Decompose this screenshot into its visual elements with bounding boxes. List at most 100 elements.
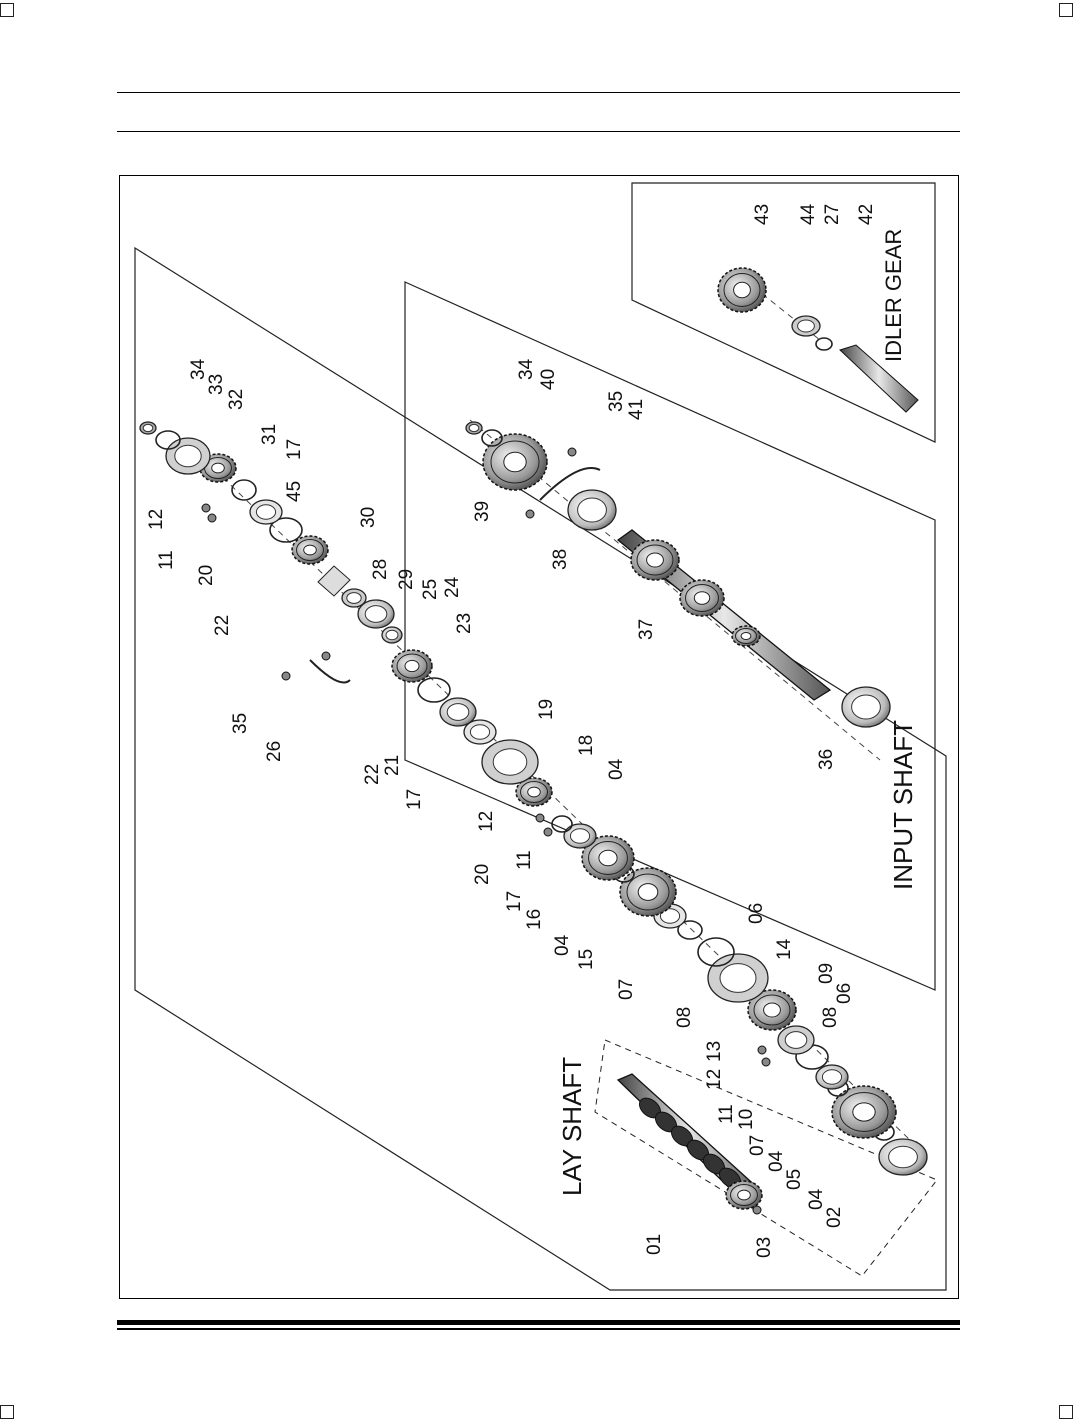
crop-mark-top-right <box>1059 3 1073 17</box>
input-callout-label: 34 <box>516 358 537 380</box>
synchro-hub-part <box>515 777 553 807</box>
gear-part <box>619 867 677 917</box>
footer-rule-thick <box>117 1320 960 1325</box>
diagram-frame <box>119 175 959 1299</box>
footer-rule-thin <box>117 1328 960 1330</box>
synchro-hub-part <box>747 989 797 1031</box>
lay-shaft-parts <box>139 421 928 1215</box>
lay-shaft-title: LAY SHAFT <box>557 1057 587 1196</box>
idler-bush-part <box>791 315 821 337</box>
nut-part <box>139 421 157 435</box>
input-shaft-parts <box>465 421 891 728</box>
bolt-part <box>567 447 577 457</box>
thrust-washer-part <box>269 517 303 543</box>
input-shaft-title: INPUT SHAFT <box>888 720 918 890</box>
lay-callout-label: 22 <box>212 615 233 636</box>
crop-mark-bottom-left <box>0 1405 14 1419</box>
needle-bearing-part <box>815 1064 849 1090</box>
roller-bearing-part <box>878 1138 928 1176</box>
lay-callout-label: 02 <box>824 1207 845 1228</box>
detent-part <box>535 813 545 823</box>
assembly-group-outline <box>594 1039 938 1277</box>
idler-callout-label: 42 <box>856 204 877 225</box>
needle-bearing-part <box>463 719 497 745</box>
spacer-part <box>381 626 403 644</box>
lay-callout-label: 08 <box>820 1007 841 1028</box>
lay-callout-label: 34 <box>188 358 209 380</box>
synchro-sleeve-part <box>707 953 769 1003</box>
crop-mark-top-left <box>0 3 14 17</box>
washer-part <box>481 429 503 447</box>
nut-part <box>465 421 483 435</box>
synchro-ring-part <box>777 1025 815 1055</box>
lay-callout-label: 12 <box>476 811 497 832</box>
lay-callout-label: 45 <box>284 481 305 502</box>
lay-callout-label: 26 <box>264 741 285 762</box>
lay-callout-label: 05 <box>784 1169 805 1190</box>
lay-callout-label: 29 <box>396 569 417 590</box>
idler-washer-part <box>815 337 833 351</box>
lay-callout-label: 13 <box>704 1041 725 1062</box>
input-drive-gear-part <box>482 433 548 491</box>
lay-callout-label: 19 <box>536 699 557 720</box>
input-shaft-splines <box>731 625 761 647</box>
lay-callout-label: 35 <box>230 713 251 734</box>
lay-callout-label: 07 <box>747 1135 768 1156</box>
lay-callout-label: 11 <box>156 550 177 570</box>
ball-part <box>761 1057 771 1067</box>
idler-gear-panel <box>631 182 936 443</box>
lay-callout-label: 15 <box>576 949 597 970</box>
lay-callout-label: 07 <box>616 979 637 1000</box>
lay-callout-label: 10 <box>736 1109 757 1130</box>
lay-callout-label: 28 <box>370 559 391 580</box>
thrust-washer-part <box>677 920 703 940</box>
lay-callout-label: 12 <box>146 509 167 530</box>
input-callout-label: 37 <box>636 619 657 640</box>
lay-callout-label: 04 <box>806 1188 827 1210</box>
sleeve-part <box>317 565 351 597</box>
washer-part <box>155 430 181 450</box>
idler-gear-parts <box>717 267 919 413</box>
lay-callout-label: 22 <box>362 764 383 785</box>
lay-callout-label: 11 <box>514 850 535 870</box>
lay-callout-label: 18 <box>576 735 597 756</box>
idler-gear-title: IDLER GEAR <box>881 229 906 362</box>
lay-callout-label: 12 <box>704 1069 725 1090</box>
header-rule-bottom <box>117 131 960 132</box>
gear-part <box>581 835 635 881</box>
idler-callout-label: 27 <box>822 204 843 225</box>
ball-part <box>207 513 217 523</box>
input-shaft-gear-2 <box>679 579 725 617</box>
lay-callout-label: 23 <box>454 613 475 634</box>
lay-callout-label: 31 <box>259 424 280 445</box>
lay-callout-label: 11 <box>716 1104 737 1124</box>
lay-gear-part <box>831 1085 897 1139</box>
bolt-part <box>321 651 331 661</box>
lay-callout-label: 06 <box>834 983 855 1004</box>
crop-mark-bottom-right <box>1059 1405 1073 1419</box>
baulk-ring-part <box>697 937 735 967</box>
retainer-plate-part <box>539 467 601 501</box>
lay-callout-label: 03 <box>754 1237 775 1258</box>
lay-callout-label: 01 <box>644 1234 665 1255</box>
input-callout-label: 39 <box>472 501 493 522</box>
lay-callout-label: 30 <box>358 507 379 528</box>
input-bearing-part <box>841 686 891 728</box>
lay-shaft-pinion-gear <box>725 1180 763 1210</box>
lay-callout-label: 16 <box>524 909 545 930</box>
lay-callout-label: 04 <box>766 1150 787 1172</box>
lay-callout-label: 20 <box>472 864 493 885</box>
lay-callout-label: 20 <box>196 565 217 586</box>
bearing-part <box>439 697 477 727</box>
thrust-washer-part <box>417 677 451 703</box>
lay-callout-label: 24 <box>442 576 463 598</box>
lay-callout-label: 08 <box>674 1007 695 1028</box>
lay-callout-label: 17 <box>504 891 525 912</box>
ball-part <box>543 827 553 837</box>
input-callout-label: 38 <box>550 549 571 570</box>
lay-shaft-part <box>616 1073 762 1203</box>
idler-callout-label: 44 <box>798 203 819 225</box>
lay-callout-label: 04 <box>606 758 627 780</box>
